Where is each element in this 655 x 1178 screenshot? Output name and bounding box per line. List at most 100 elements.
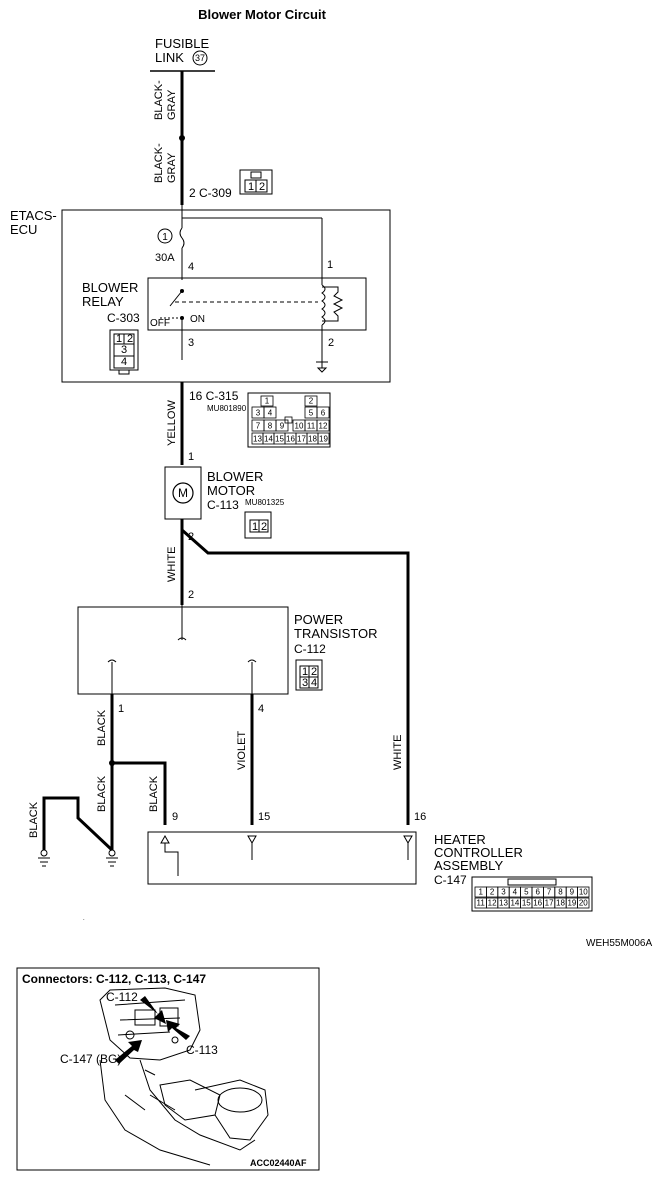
c315-pin: 2 [309,397,314,406]
vehicle-console-illustration [99,987,269,1166]
connector-c147-face [471,876,593,912]
location-title: Connectors: C-112, C-113, C-147 [22,972,206,986]
relay-resistor [322,286,344,322]
c147-pin: 9 [570,888,575,897]
relay-coil [321,284,326,326]
terminal-mark [107,659,117,663]
wire-color-label: BLACK [96,775,108,812]
transistor-label: POWER [294,612,343,627]
c315-pin: 5 [309,409,314,418]
c315-pin-cell [317,432,330,445]
connector-c303-label: C-303 [107,311,140,325]
blower-relay-box [147,277,367,331]
c147-pin: 17 [545,899,554,908]
wire-color-label: BLACK [148,775,160,812]
diagram-title: Blower Motor Circuit [198,7,327,22]
wire-color-label: BLACK [28,801,40,838]
c147-pin: 20 [579,899,588,908]
wire-color-label: YELLOW [166,400,178,446]
motor-pin-1: 1 [188,451,194,463]
fusible-link-label: FUSIBLE [155,36,210,51]
wire-white-branch [181,528,410,825]
wire-color-label: BLACK- [153,143,165,183]
relay-label: BLOWER [82,280,138,295]
relay-switch-arm [169,290,183,307]
heater-label-2: CONTROLLER [434,845,523,860]
transistor-label-2: TRANSISTOR [294,626,378,641]
c147-pin: 12 [488,899,497,908]
heater-pin-9: 9 [172,811,178,823]
location-code: ACC02440AF [250,1158,307,1168]
wire-color-label: BLACK- [153,80,165,120]
c315-pin: 4 [268,409,273,418]
fuse-number-circle [157,228,173,244]
transistor-pin-2: 2 [188,589,194,601]
c113-pin-2: 2 [261,521,267,533]
c147-pin: 6 [535,888,540,897]
motor-label-2: MOTOR [207,483,255,498]
wire-color-label: VIOLET [236,731,248,770]
c147-pin: 15 [522,899,531,908]
c315-pin-cell [275,419,289,432]
fusible-link-number-circle [192,50,208,66]
relay-on-label: ON [190,314,205,325]
c112-pin-3: 3 [302,677,308,689]
fusible-link-label-2: LINK [155,50,184,65]
motor-icon [172,482,194,504]
connector-c112-face: 1 2 3 4 [295,659,323,691]
fuse-symbol [179,227,185,249]
terminal-mark [403,835,413,845]
relay-pin-2: 2 [328,337,334,349]
c315-pin-cell [316,419,330,432]
wire-color-label: GRAY [166,152,178,183]
fusible-link-number: 37 [195,53,205,63]
connector-c113-label: C-113 [207,498,239,512]
c315-pin: 9 [280,422,285,431]
connector-location-box [16,967,320,1171]
etacs-label: ETACS- [10,208,57,223]
ground-icon [106,849,118,867]
c309-pin-1: 1 [248,181,254,193]
connector-c113-face: 1 2 [244,511,272,539]
relay-pin-3: 3 [188,337,194,349]
c147-pin: 7 [547,888,552,897]
c315-pin: 3 [256,409,261,418]
c315-pin: 16 [286,435,295,444]
c315-pin: 6 [321,409,326,418]
terminal-mark [160,834,170,844]
power-transistor-box [77,606,289,695]
connector-c112-label: C-112 [294,642,326,656]
connector-c147-label: C-147 [434,873,467,887]
c315-pin: 17 [297,435,306,444]
c315-pin: 18 [308,435,317,444]
terminal-mark [247,835,257,845]
c303-pin-1: 1 [116,333,122,345]
c112-pin-4: 4 [311,677,317,689]
relay-label-2: RELAY [82,294,124,309]
c147-pin: 16 [533,899,542,908]
c112-pin-2: 2 [311,666,317,678]
c315-pin: 10 [295,422,304,431]
relay-off-label: OFF [150,318,170,329]
c147-pin: 1 [478,888,483,897]
connector-c113-part: MU801325 [245,498,285,507]
c113-pin-1: 1 [252,521,258,533]
connector-c309-face: 1 2 [239,169,273,195]
c315-pin: 19 [319,435,328,444]
splice-dot [179,135,185,141]
wire-color-label: BLACK [96,709,108,746]
c147-pin: 8 [558,888,563,897]
c147-pin: 13 [499,899,508,908]
ground-icon [316,358,328,373]
c147-pin: 2 [490,888,495,897]
c315-pin: 13 [253,435,262,444]
c315-key [284,416,293,424]
etacs-label-2: ECU [10,222,37,237]
c303-pin-3: 3 [121,344,127,356]
c147-pin: 10 [579,888,588,897]
c112-pin-1: 1 [302,666,308,678]
motor-label: BLOWER [207,469,263,484]
connector-c303-face: 1 2 3 4 [109,329,139,375]
c315-pin: 11 [307,422,316,431]
